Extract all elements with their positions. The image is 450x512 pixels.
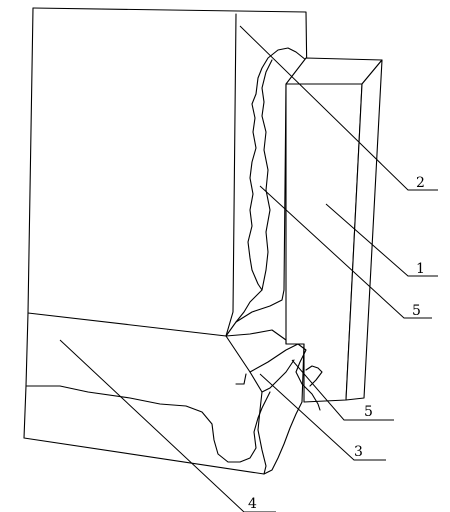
label-5a: 5 [412, 303, 421, 319]
leader-1 [325, 203, 438, 277]
label-1: 1 [416, 261, 425, 277]
base-block [23, 312, 271, 475]
leader-lines [59, 25, 438, 512]
label-4: 4 [248, 496, 257, 512]
label-3: 3 [354, 444, 363, 460]
label-5b: 5 [364, 404, 373, 420]
leader-3 [259, 373, 386, 461]
label-2: 2 [416, 175, 425, 191]
leader-4 [59, 339, 276, 512]
leader-2 [239, 25, 438, 191]
fracture-edge-upper [225, 47, 307, 337]
insert-bar [283, 57, 383, 403]
main-block [27, 7, 308, 337]
leader-5a [259, 185, 432, 319]
callout-labels: 2 1 5 5 3 4 [248, 175, 425, 512]
leader-5b [291, 359, 394, 421]
